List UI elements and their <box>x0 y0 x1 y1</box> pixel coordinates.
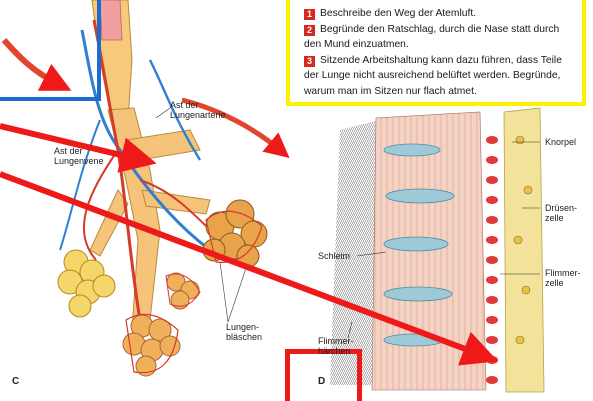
label-lungenarterie: Ast der Lungenarterie <box>170 100 240 120</box>
red-highlight-frame[interactable] <box>285 349 362 401</box>
label-flimmerzelle: Flimmer-zelle <box>545 268 591 288</box>
task-number: 1 <box>304 9 315 20</box>
task-text: Beschreibe den Weg der Atemluft. <box>320 8 476 19</box>
label-schleim: Schleim <box>318 251 350 261</box>
task-1: 1 Beschreibe den Weg der Atemluft. <box>304 6 576 22</box>
label-druesenzelle: Drüsen-zelle <box>545 203 591 223</box>
panel-letter-d: D <box>318 376 325 387</box>
label-knorpel: Knorpel <box>545 137 576 147</box>
alveoli-cluster-bottom <box>123 314 180 376</box>
label-lungenblaeschen: Lungen-bläschen <box>226 322 272 342</box>
task-number: 2 <box>304 25 315 36</box>
cell-nuclei <box>486 136 498 384</box>
alveoli-cluster-left <box>58 250 115 317</box>
task-text: Sitzende Arbeitshaltung kann dazu führen… <box>304 55 562 97</box>
blue-highlight-frame[interactable] <box>0 0 101 101</box>
airway-wall-illustration <box>330 108 544 392</box>
task-number: 3 <box>304 56 315 67</box>
task-text: Begründe den Ratschlag, durch die Nase s… <box>304 24 559 51</box>
label-lungenvene: Ast der Lungenvene <box>54 146 124 166</box>
alveoli-cluster-mid <box>166 273 200 309</box>
panel-letter-c: C <box>12 376 19 387</box>
label-flimmerhaerchen: Flimmer-härchen <box>318 336 362 356</box>
